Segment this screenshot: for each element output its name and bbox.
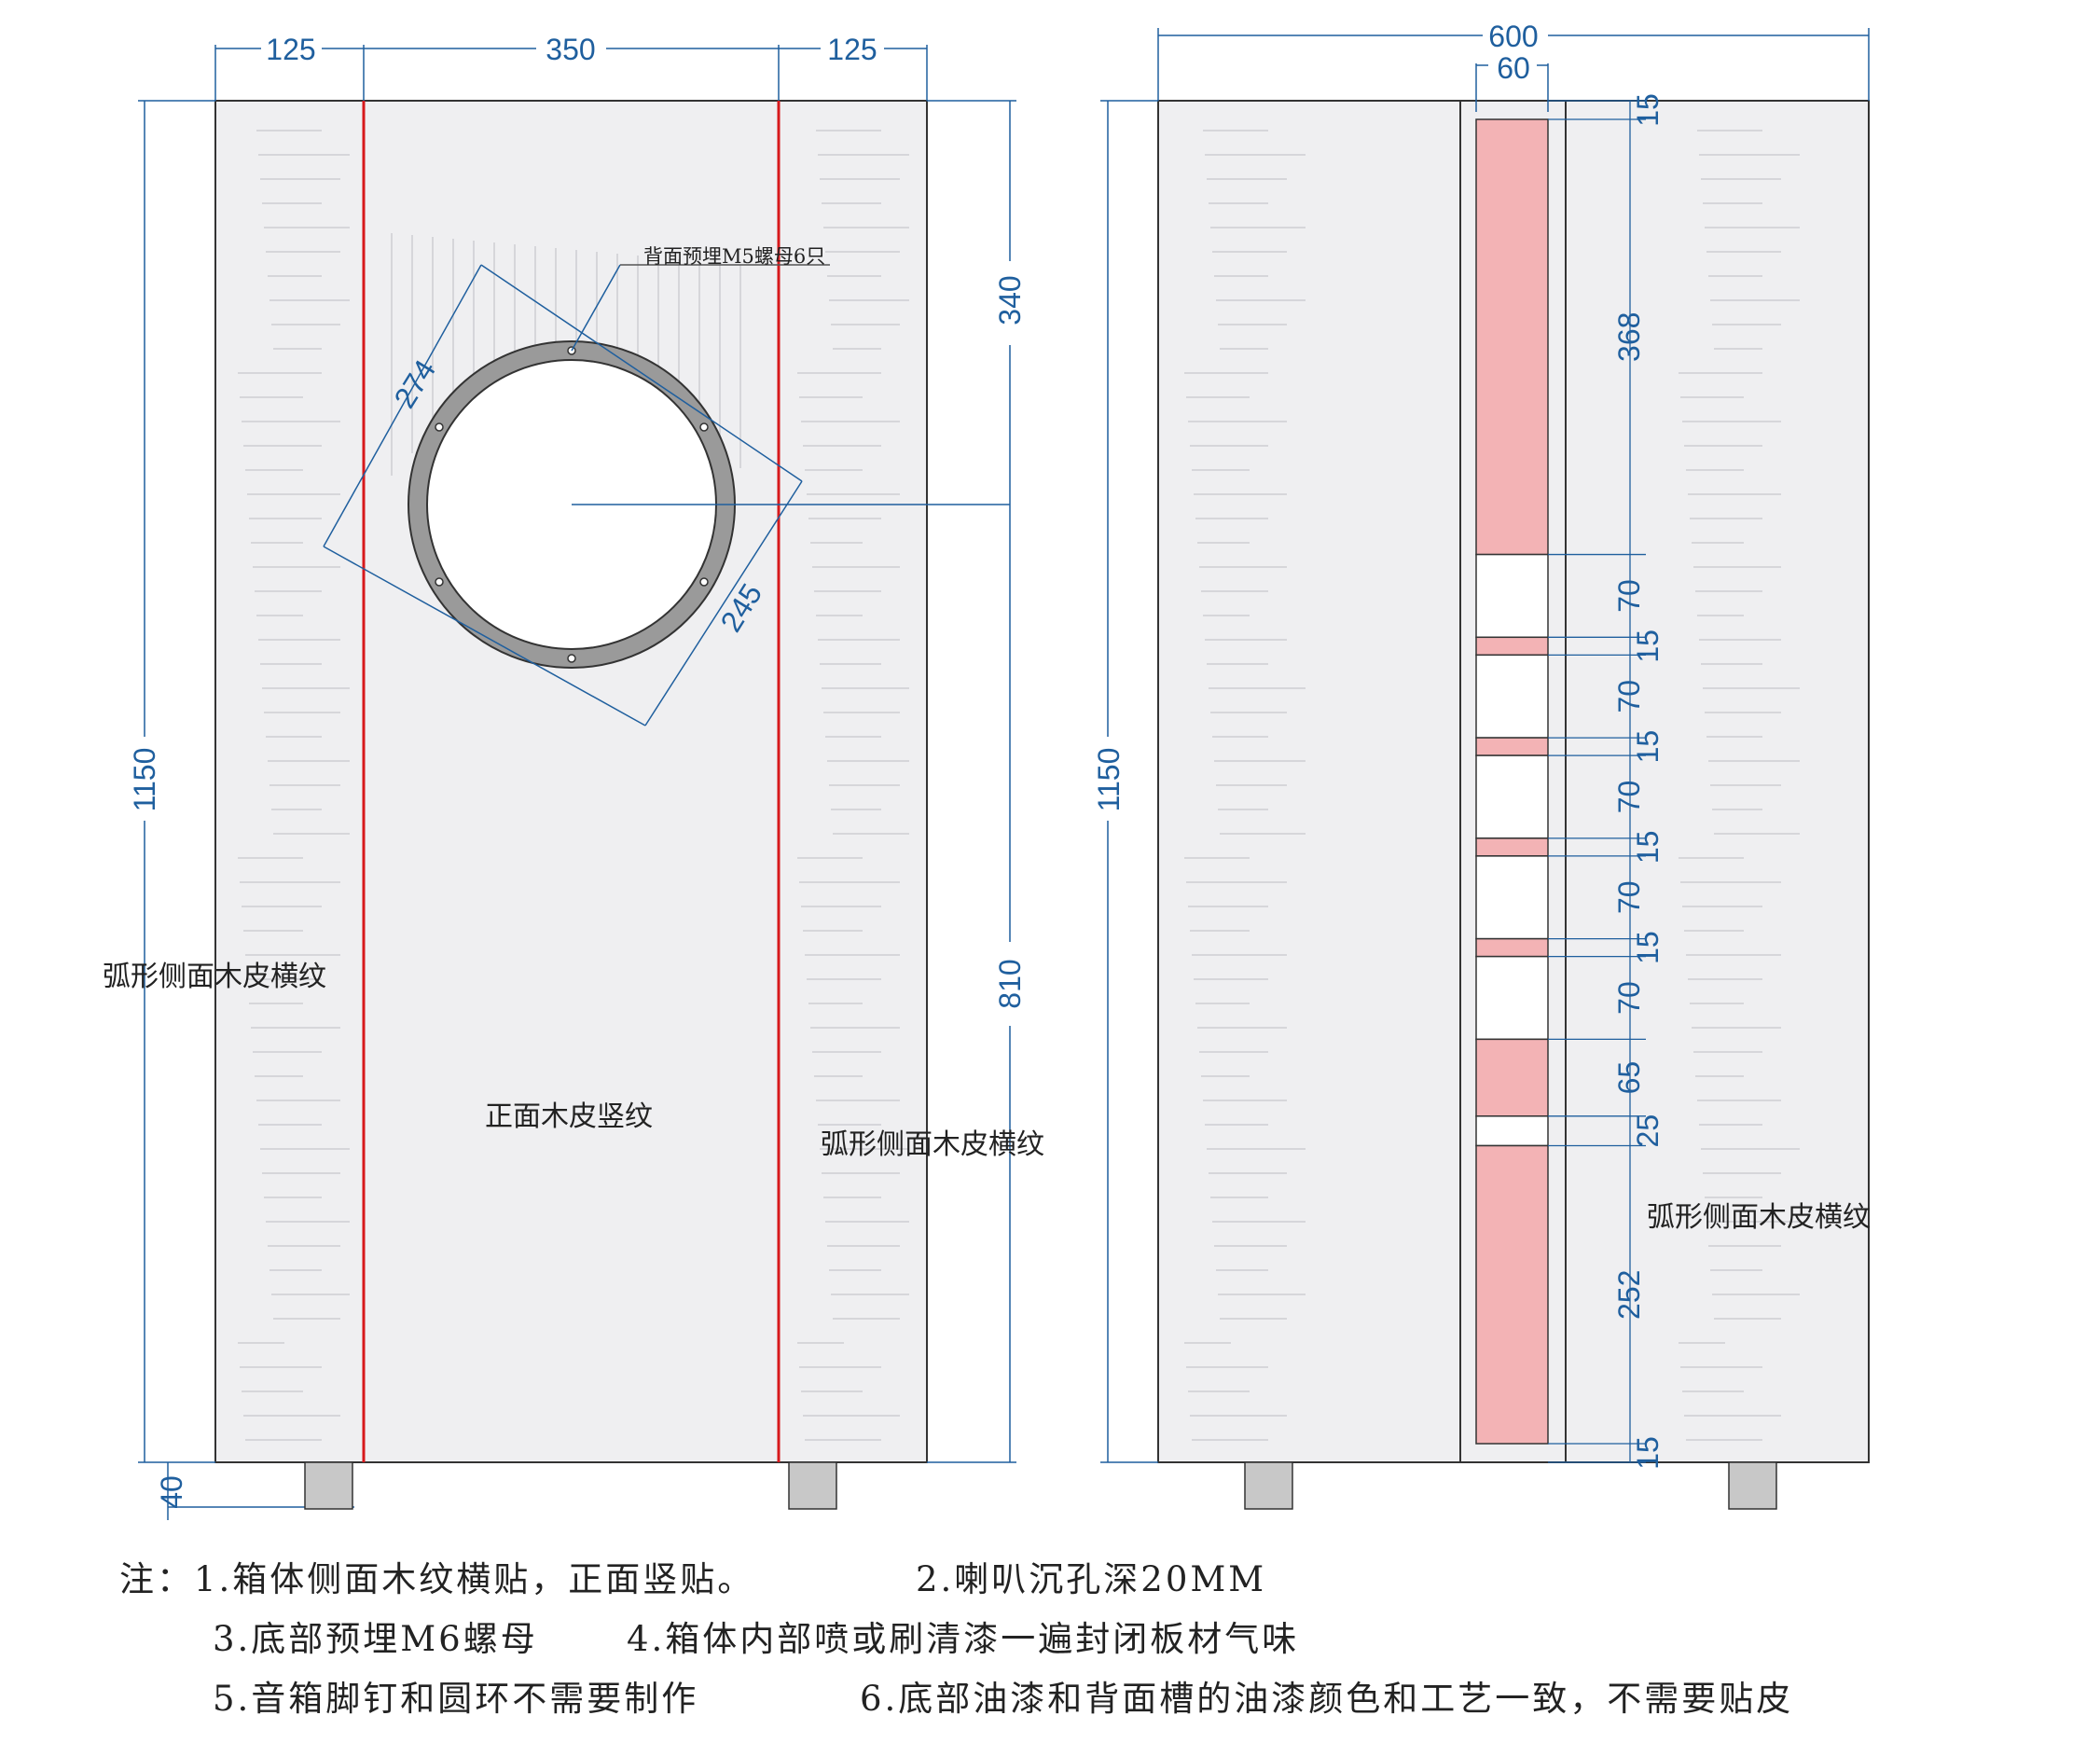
note-2: 2.喇叭沉孔深20MM [916,1559,1266,1599]
slot-segment [1475,955,1549,1041]
wood-grain-texture-back [1184,130,1800,1441]
slot-segment [1475,553,1549,639]
back-height-dimension [1100,100,1158,1463]
slot-segment [1475,837,1549,857]
slot-segment [1475,1144,1549,1445]
slot-dimension-label: 252 [1612,1270,1646,1320]
slot-segment [1475,754,1549,839]
slot-dimension-label: 70 [1612,680,1646,713]
back-foot-left [1244,1461,1293,1510]
back-slot-segments [1475,118,1549,1445]
slot-segment [1475,118,1549,556]
left-height-dimension [138,100,354,1520]
top-dimension-lines [214,45,928,101]
dim-foot-height: 40 [155,1475,188,1509]
dim-back-height: 1150 [1092,748,1126,812]
mounting-holes [435,346,709,663]
slot-segment [1475,855,1549,940]
dim-front-height: 1150 [128,748,161,812]
slot-dimension-label: 70 [1612,880,1646,914]
slot-dimension-label: 70 [1612,579,1646,613]
label-back-side-grain: 弧形侧面木皮横纹 [1647,1201,1871,1234]
dim-center-width: 350 [546,33,595,66]
note-4: 4.箱体内部喷或刷清漆一遍封闭板材气味 [627,1619,1299,1659]
front-panel [214,100,928,1463]
slot-dimension-label: 70 [1612,781,1646,814]
label-front-grain: 正面木皮竖纹 [485,1100,653,1133]
ring-dimension-box [323,264,1010,726]
dim-back-width: 600 [1488,20,1538,53]
slot-segment [1475,937,1549,958]
dim-right-width: 125 [827,33,877,66]
slot-dimension-label: 65 [1612,1061,1646,1095]
slot-dimension-label: 15 [1631,1436,1665,1470]
back-slot-dimensions: 15 368 70 15 70 15 70 15 70 15 70 65 25 252 15 [1548,93,1665,1470]
notes: 注：1.箱体侧面木纹横贴，正面竖贴。 2.喇叭沉孔深20MM 3.底部预埋M6螺… [119,1559,1793,1719]
slot-dimension-label: 15 [1631,931,1665,964]
nut-note-label: 背面预埋M5螺母6只 [643,245,825,268]
slot-dimension-label: 15 [1631,831,1665,865]
slot-segment [1475,737,1549,756]
note-5: 5.音箱脚钉和圆环不需要制作 [213,1679,698,1719]
label-side-grain-left: 弧形侧面木皮横纹 [103,961,326,993]
label-side-grain-right: 弧形侧面木皮横纹 [821,1128,1044,1161]
slot-segment [1475,654,1549,739]
dim-bottom-offset: 810 [993,959,1027,1008]
note-1: 注：1.箱体侧面木纹横贴，正面竖贴。 [119,1559,754,1599]
dim-top-offset: 340 [993,275,1027,325]
slot-segment [1475,1115,1549,1147]
note-6: 6.底部油漆和背面槽的油漆颜色和工艺一致，不需要贴皮 [860,1679,1793,1719]
back-foot-right [1728,1461,1777,1510]
back-top-dimension-lines [1157,28,1870,112]
foot-left [304,1461,353,1510]
slot-dimension-label: 25 [1631,1114,1665,1148]
slot-dimension-label: 15 [1631,93,1665,127]
front-view: 274 245 背面预埋M5螺母6只 125 350 125 1150 40 [103,33,1044,1520]
slot-dimension-label: 70 [1612,981,1646,1015]
slot-dimension-label: 15 [1631,629,1665,663]
right-vertical-dimension [927,100,1016,1463]
slot-segment [1475,636,1549,657]
slot-dimension-label: 15 [1631,730,1665,764]
note-3: 3.底部预埋M6螺母 [213,1619,538,1659]
slot-dimension-label: 368 [1612,312,1646,362]
dim-slot-width: 60 [1497,51,1530,85]
dim-left-width: 125 [266,33,315,66]
foot-right [788,1461,837,1510]
slot-segment [1475,1038,1549,1117]
